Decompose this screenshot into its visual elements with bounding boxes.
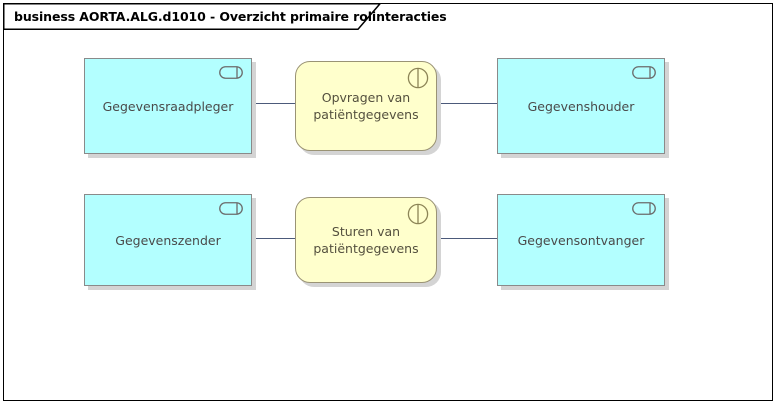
node-label: Gegevensraadpleger bbox=[102, 98, 234, 114]
business-interaction-icon bbox=[407, 203, 429, 225]
connection-opvragen-gegevenshouder[interactable] bbox=[437, 103, 498, 104]
connection-raadpleger-opvragen[interactable] bbox=[252, 103, 296, 104]
diagram-title-tab: business AORTA.ALG.d1010 - Overzicht pri… bbox=[3, 3, 447, 30]
diagram-title: business AORTA.ALG.d1010 - Overzicht pri… bbox=[14, 9, 447, 24]
business-role-icon bbox=[632, 66, 656, 79]
node-body: Gegevenshouder bbox=[497, 58, 665, 154]
business-role-icon bbox=[632, 202, 656, 215]
node-body: Gegevensraadpleger bbox=[84, 58, 252, 154]
node-label: Sturen van patiëntgegevens bbox=[313, 224, 419, 256]
node-gegevenshouder[interactable]: Gegevenshouder bbox=[497, 58, 669, 158]
node-label: Gegevenshouder bbox=[527, 98, 635, 114]
node-label: Opvragen van patiëntgegevens bbox=[313, 90, 419, 122]
node-sturen-van-patientgegevens[interactable]: Sturen van patiëntgegevens bbox=[295, 197, 441, 287]
node-gegevensontvanger[interactable]: Gegevensontvanger bbox=[497, 194, 669, 290]
node-gegevenszender[interactable]: Gegevenszender bbox=[84, 194, 256, 290]
business-role-icon bbox=[219, 66, 243, 79]
business-interaction-icon bbox=[407, 67, 429, 89]
connection-zender-sturen[interactable] bbox=[252, 238, 296, 239]
business-role-icon bbox=[219, 202, 243, 215]
connection-sturen-ontvanger[interactable] bbox=[437, 238, 498, 239]
node-opvragen-van-patientgegevens[interactable]: Opvragen van patiëntgegevens bbox=[295, 61, 441, 155]
node-label: Gegevensontvanger bbox=[517, 232, 645, 248]
node-gegevensraadpleger[interactable]: Gegevensraadpleger bbox=[84, 58, 256, 158]
node-label: Gegevenszender bbox=[115, 232, 221, 248]
